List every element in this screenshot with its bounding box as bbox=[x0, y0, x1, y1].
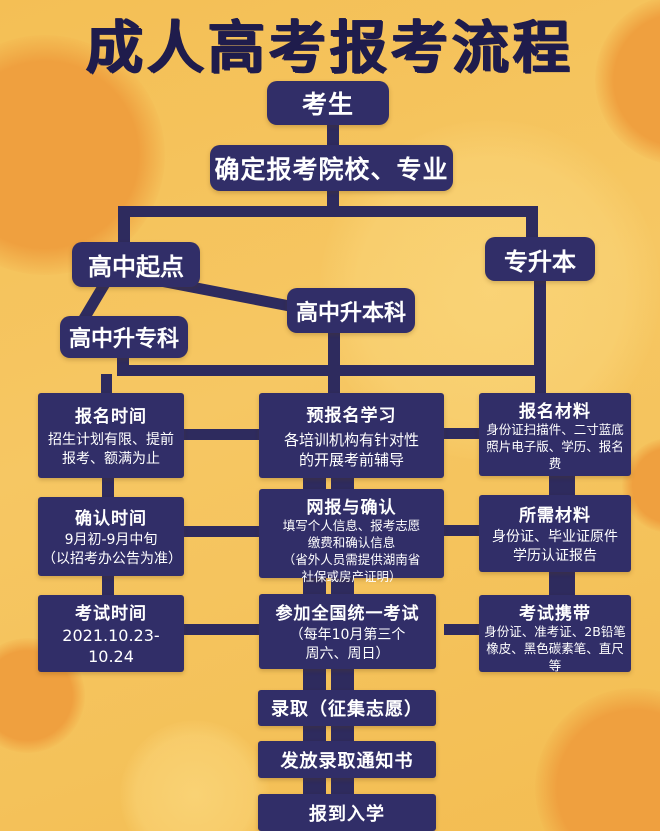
node-enrollment: 报到入学 bbox=[258, 794, 436, 831]
connector bbox=[444, 428, 479, 439]
background-circle bbox=[120, 720, 270, 831]
connector bbox=[526, 206, 538, 240]
connector bbox=[331, 576, 354, 596]
connector bbox=[303, 576, 326, 596]
node-body: 各培训机构有针对性 的开展考前辅导 bbox=[283, 430, 419, 469]
node-label: 高中升本科 bbox=[295, 300, 406, 326]
node-signup-materials: 报名材料 身份证扫描件、二寸蓝底 照片电子版、学历、报名费 bbox=[479, 393, 631, 476]
node-label: 考生 bbox=[301, 90, 354, 119]
node-hs-to-associate: 高中升专科 bbox=[60, 316, 188, 358]
connector bbox=[117, 365, 546, 376]
connector bbox=[331, 724, 354, 743]
node-title: 确认时间 bbox=[75, 508, 147, 529]
page-title: 成人高考报考流程 bbox=[86, 15, 574, 81]
node-exam-bring: 考试携带 身份证、准考证、2B铅笔 橡皮、黑色碳素笔、直尺等 bbox=[479, 595, 631, 673]
connector bbox=[303, 476, 326, 492]
node-label: 发放录取通知书 bbox=[280, 750, 414, 772]
node-pre-signup-study: 预报名学习 各培训机构有针对性 的开展考前辅导 bbox=[259, 393, 444, 478]
background-circle bbox=[535, 688, 660, 831]
node-national-exam: 参加全国统一考试 （每年10月第三个 周六、周日） bbox=[259, 594, 436, 669]
node-required-materials: 所需材料 身份证、毕业证原件 学历认证报告 bbox=[479, 495, 631, 572]
connector bbox=[549, 570, 575, 597]
connector bbox=[327, 188, 339, 208]
node-admission: 录取（征集志愿） bbox=[258, 690, 436, 726]
connector bbox=[184, 624, 259, 635]
node-title: 报名材料 bbox=[519, 402, 591, 422]
node-label: 专升本 bbox=[504, 247, 576, 276]
node-highschool-start: 高中起点 bbox=[72, 242, 200, 287]
node-label: 高中升专科 bbox=[68, 327, 179, 352]
node-college-to-bachelor: 专升本 bbox=[485, 237, 595, 281]
connector bbox=[328, 331, 340, 369]
connector bbox=[535, 374, 546, 394]
node-body: 填写个人信息、报考志愿 缴费和确认信息 （省外人员需提供湖南省 社保或房产证明） bbox=[282, 518, 421, 584]
node-title: 报名时间 bbox=[75, 406, 147, 427]
connector bbox=[331, 776, 354, 796]
node-title: 网报与确认 bbox=[306, 498, 397, 518]
connector bbox=[118, 206, 538, 217]
node-body: 身份证扫描件、二寸蓝底 照片电子版、学历、报名费 bbox=[486, 422, 624, 471]
node-body: 9月初-9月中旬 （以招考办公告为准） bbox=[42, 532, 182, 568]
connector bbox=[184, 429, 259, 440]
node-choose-school-major: 确定报考院校、专业 bbox=[210, 145, 453, 191]
connector bbox=[303, 776, 326, 796]
node-label: 高中起点 bbox=[88, 253, 184, 281]
node-signup-time: 报名时间 招生计划有限、提前 报考、额满为止 bbox=[38, 393, 184, 478]
connector bbox=[444, 525, 479, 536]
node-hs-to-bachelor: 高中升本科 bbox=[287, 288, 415, 333]
connector bbox=[101, 374, 112, 394]
node-title: 考试时间 bbox=[75, 604, 147, 625]
connector bbox=[549, 474, 575, 497]
connector bbox=[303, 724, 326, 743]
connector bbox=[118, 206, 130, 246]
node-title: 预报名学习 bbox=[306, 405, 397, 426]
connector bbox=[184, 526, 259, 537]
node-examinee: 考生 bbox=[267, 81, 389, 125]
connector bbox=[328, 374, 340, 394]
node-body: 招生计划有限、提前 报考、额满为止 bbox=[48, 432, 174, 468]
node-online-confirm: 网报与确认 填写个人信息、报考志愿 缴费和确认信息 （省外人员需提供湖南省 社保… bbox=[259, 489, 444, 584]
node-body: 2021.10.23-10.24 bbox=[62, 625, 160, 667]
connector bbox=[102, 574, 114, 597]
connector bbox=[331, 476, 354, 492]
node-label: 录取（征集志愿） bbox=[271, 699, 423, 720]
node-exam-time: 考试时间 2021.10.23-10.24 bbox=[38, 595, 184, 672]
node-label: 报到入学 bbox=[309, 803, 385, 825]
node-title: 所需材料 bbox=[519, 506, 591, 527]
node-send-notice: 发放录取通知书 bbox=[258, 741, 436, 778]
node-body: 身份证、毕业证原件 学历认证报告 bbox=[492, 529, 618, 565]
connector bbox=[534, 279, 546, 369]
connector bbox=[327, 123, 339, 147]
node-body: （每年10月第三个 周六、周日） bbox=[289, 626, 406, 662]
connector bbox=[331, 666, 354, 692]
node-body: 身份证、准考证、2B铅笔 橡皮、黑色碳素笔、直尺等 bbox=[484, 624, 626, 673]
node-label: 确定报考院校、专业 bbox=[214, 155, 449, 184]
node-confirm-time: 确认时间 9月初-9月中旬 （以招考办公告为准） bbox=[38, 497, 184, 576]
connector bbox=[444, 624, 479, 635]
node-title: 参加全国统一考试 bbox=[275, 604, 420, 625]
connector bbox=[303, 666, 326, 692]
node-title: 考试携带 bbox=[519, 604, 591, 624]
connector bbox=[102, 476, 114, 499]
